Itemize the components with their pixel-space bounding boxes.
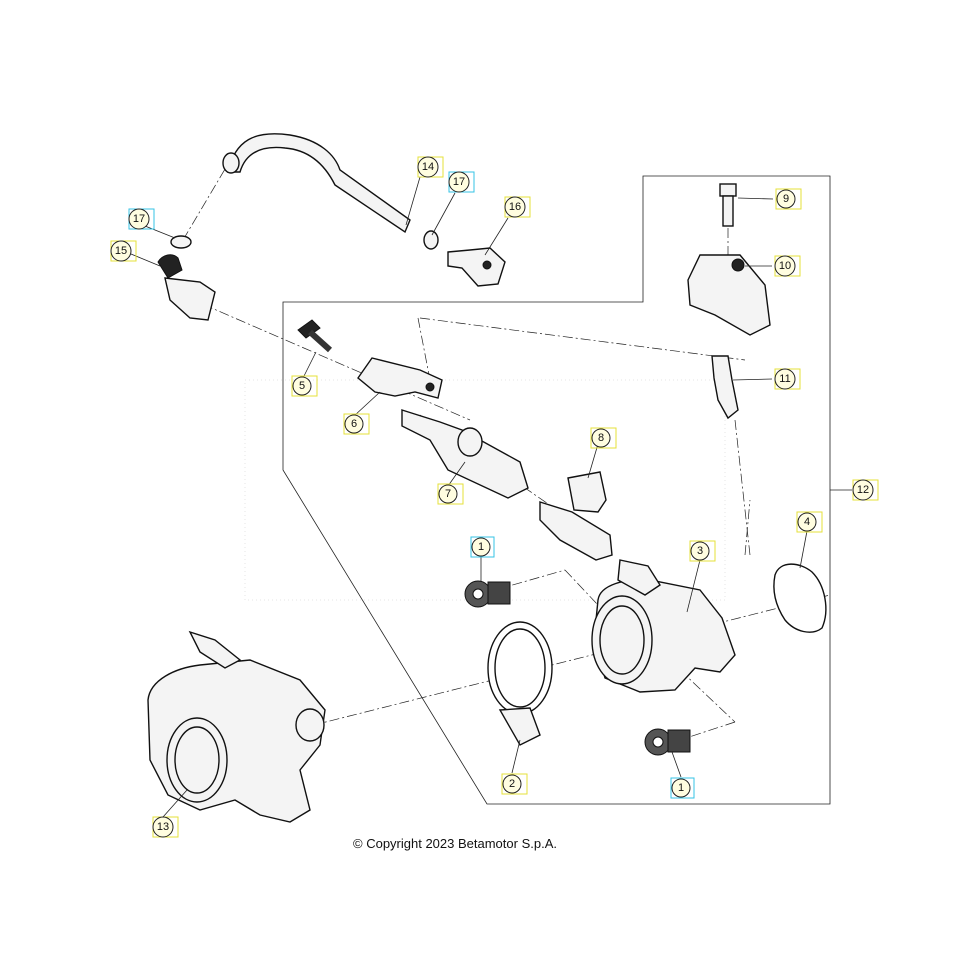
callout-label: 1 xyxy=(678,782,684,794)
callout-3[interactable]: 3 xyxy=(689,540,716,562)
callout-label: 12 xyxy=(857,484,869,496)
part-13-throttle-body xyxy=(147,630,326,823)
callout-12[interactable]: 12 xyxy=(852,479,879,501)
part-10-sensor xyxy=(687,254,771,336)
callout-17-right[interactable]: 17 xyxy=(448,171,475,193)
part-2-clamp xyxy=(487,621,553,746)
part-4-gasket xyxy=(773,563,827,633)
callout-10[interactable]: 10 xyxy=(774,255,801,277)
callout-label: 2 xyxy=(509,778,515,790)
callout-label: 14 xyxy=(422,161,434,173)
callout-label: 13 xyxy=(157,821,169,833)
callout-4[interactable]: 4 xyxy=(796,511,823,533)
callout-label: 1 xyxy=(478,541,484,553)
callout-2[interactable]: 2 xyxy=(501,773,528,795)
callout-14[interactable]: 14 xyxy=(417,156,444,178)
part-1-screw-upper xyxy=(464,580,511,608)
part-9-bolt xyxy=(719,183,737,227)
part-8-injector xyxy=(539,471,613,561)
callout-9[interactable]: 9 xyxy=(775,188,802,210)
callout-8[interactable]: 8 xyxy=(590,427,617,449)
part-1-screw-lower xyxy=(644,728,691,756)
part-6-bracket xyxy=(357,357,443,399)
callout-label: 10 xyxy=(779,260,791,272)
callout-label: 7 xyxy=(445,488,451,500)
callout-label: 9 xyxy=(783,193,789,205)
callout-label: 11 xyxy=(779,373,790,385)
part-17-clamp-right xyxy=(423,230,439,250)
part-14-hose xyxy=(222,133,411,234)
callout-label: 8 xyxy=(598,432,604,444)
callout-15[interactable]: 15 xyxy=(110,240,137,262)
callout-label: 17 xyxy=(453,176,465,188)
part-3-manifold xyxy=(591,559,736,693)
part-11-hose xyxy=(711,355,739,420)
callout-17-left[interactable]: 17 xyxy=(128,208,155,230)
part-17-clamp-left xyxy=(170,235,192,249)
callout-1-upper[interactable]: 1 xyxy=(470,536,495,558)
part-5-bolt xyxy=(297,319,333,353)
callout-16[interactable]: 16 xyxy=(504,196,531,218)
callout-1-lower[interactable]: 1 xyxy=(670,777,695,799)
part-7-fuel-connector xyxy=(401,409,529,499)
callout-5[interactable]: 5 xyxy=(291,375,318,397)
callout-label: 5 xyxy=(299,380,305,392)
callout-11[interactable]: 11 xyxy=(774,368,801,390)
callout-label: 3 xyxy=(697,545,703,557)
callout-6[interactable]: 6 xyxy=(343,413,370,435)
copyright-notice: © Copyright 2023 Betamotor S.p.A. xyxy=(353,836,557,851)
callout-13[interactable]: 13 xyxy=(152,816,179,838)
callout-7[interactable]: 7 xyxy=(437,483,464,505)
watermark xyxy=(244,379,726,601)
callout-label: 16 xyxy=(509,201,521,213)
part-16-connector xyxy=(447,247,506,287)
part-15-fitting xyxy=(157,254,216,321)
callout-label: 15 xyxy=(115,245,127,257)
callout-label: 17 xyxy=(133,213,145,225)
callout-label: 6 xyxy=(351,418,357,430)
callout-label: 4 xyxy=(804,516,810,528)
